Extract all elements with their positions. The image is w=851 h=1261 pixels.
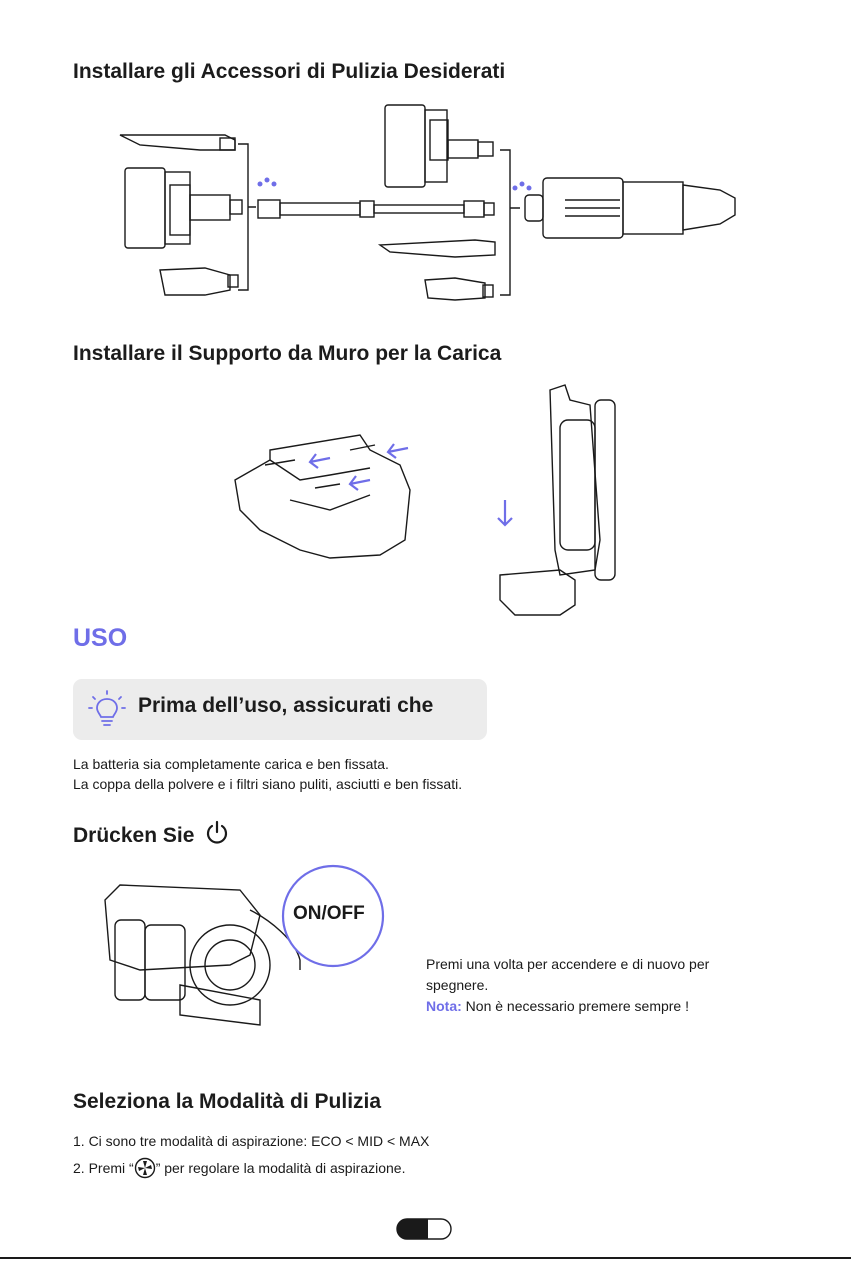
press-desc: Premi una volta per accendere e di nuovo…: [426, 956, 710, 993]
bottom-rule: [0, 1257, 851, 1259]
vacuum-power-illustration: [104, 864, 385, 1026]
before-use-line-2: La coppa della polvere e i filtri siano …: [73, 776, 463, 792]
lightbulb-icon: [88, 690, 126, 726]
press-note: Premi una volta per accendere e di nuovo…: [426, 954, 716, 1017]
before-use-line-1: La batteria sia completamente carica e b…: [73, 756, 389, 772]
power-icon: [207, 820, 228, 844]
accessories-illustration: [119, 104, 736, 301]
uso-title: USO: [73, 624, 128, 652]
wall-mount-title: Installare il Supporto da Muro per la Ca…: [73, 342, 502, 365]
accessories-title: Installare gli Accessori di Pulizia Desi…: [73, 60, 506, 83]
page-indicator: [396, 1218, 452, 1240]
note-text: Non è necessario premere sempre !: [461, 998, 689, 1014]
modes-line-2-end: ” per regolare la modalità di aspirazion…: [155, 1160, 406, 1176]
arrow-icon: [308, 443, 513, 527]
before-use-callout: Prima dell’uso, assicurati che: [73, 679, 487, 740]
note-line: Nota: Non è necessario premere sempre !: [426, 996, 716, 1017]
onoff-label: ON/OFF: [293, 903, 365, 924]
modes-line-2: 2. Premi “ ” per regolare la modalità di…: [73, 1157, 406, 1179]
modes-title: Seleziona la Modalità di Pulizia: [73, 1090, 382, 1113]
press-title: Drücken Sie: [73, 820, 230, 848]
before-use-title: Prima dell’uso, assicurati che: [138, 694, 434, 717]
modes-line-2-start: 2. Premi “: [73, 1160, 134, 1176]
press-title-text: Drücken Sie: [73, 824, 195, 847]
modes-line-1: 1. Ci sono tre modalità di aspirazione: …: [73, 1133, 430, 1149]
fan-mode-icon: [134, 1157, 155, 1179]
note-label: Nota:: [426, 998, 462, 1014]
wall-mount-illustration: [234, 384, 616, 616]
